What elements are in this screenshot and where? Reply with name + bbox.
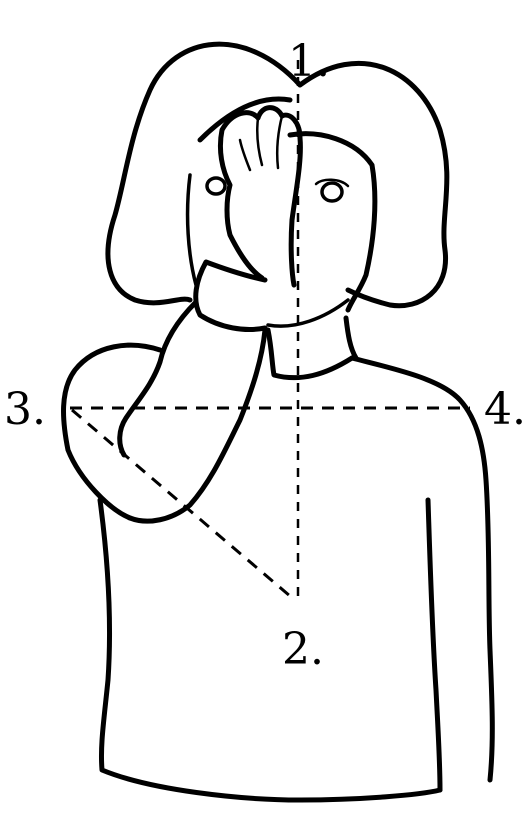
right-arm-seam bbox=[428, 500, 440, 790]
label-point-4: 4. bbox=[484, 384, 526, 435]
left-eye bbox=[207, 178, 225, 194]
label-point-2: 2. bbox=[282, 624, 324, 675]
label-point-1: 1. bbox=[288, 36, 330, 87]
torso-right bbox=[352, 358, 492, 780]
arm-inner-fold bbox=[122, 385, 150, 425]
label-point-3: 3. bbox=[4, 384, 46, 435]
torso-left bbox=[100, 500, 440, 800]
right-eye bbox=[322, 183, 342, 201]
raised-arm bbox=[120, 302, 265, 521]
left-shoulder bbox=[64, 345, 160, 518]
hand-fingers bbox=[240, 116, 282, 170]
hair-outline bbox=[108, 44, 447, 306]
